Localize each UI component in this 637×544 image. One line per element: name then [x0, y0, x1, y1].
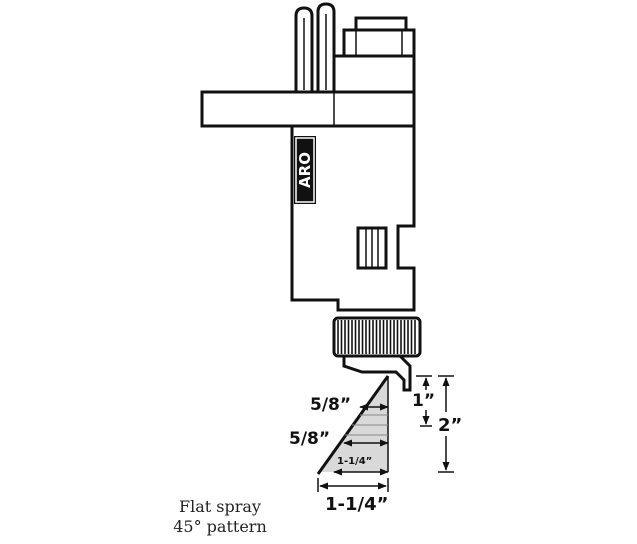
height-label-long: 2”: [438, 415, 462, 436]
height-label-short: 1”: [412, 391, 435, 411]
width-label-bottom: 1-1/4”: [325, 494, 388, 515]
caption-line-2: 45° pattern: [173, 517, 267, 536]
top-fitting: [342, 16, 416, 60]
fan-gridlines: [345, 414, 388, 436]
supply-tubes: [294, 2, 336, 92]
caption-line-1: Flat spray: [179, 497, 261, 516]
height-dim-short: [416, 375, 432, 427]
width-dim-bottom: [317, 478, 389, 492]
knurled-nut: [332, 316, 422, 358]
aro-logo: ARO: [294, 136, 316, 204]
width-label-middle: 5/8”: [289, 429, 330, 449]
width-label-top: 5/8”: [310, 395, 351, 415]
aro-logo-text: ARO: [296, 152, 314, 188]
side-adjuster: [356, 226, 388, 270]
mounting-bracket: [200, 90, 416, 128]
height-dim-long: [438, 375, 454, 473]
caption: Flat spray 45° pattern: [150, 497, 290, 537]
nozzle-tip: [342, 354, 412, 392]
width-label-inner: 1-1/4”: [337, 456, 372, 467]
